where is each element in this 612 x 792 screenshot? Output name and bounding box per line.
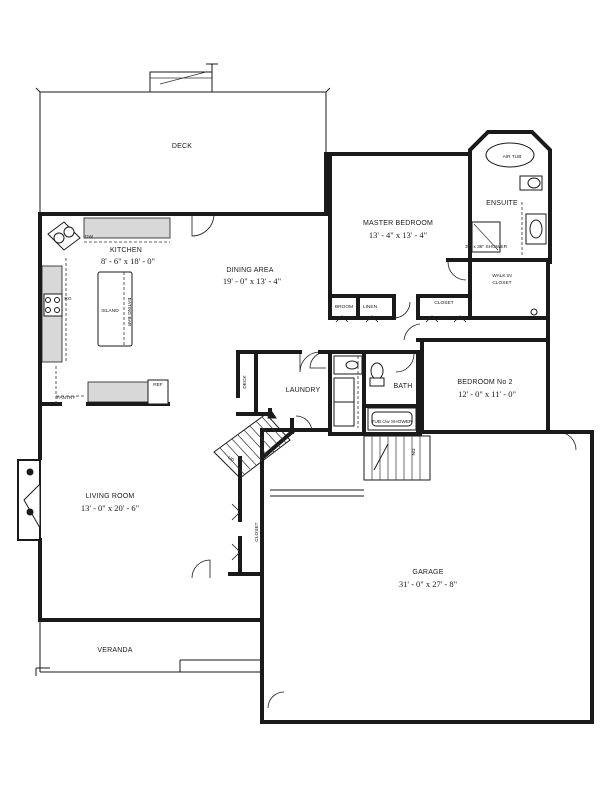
kitchen-dimensions: 8' - 6" x 18' - 0" [101,256,155,266]
interior-walls [38,152,550,576]
fixture-labels: AIR TUB 36" x 36" SHOWER WALK IN CLOSET … [56,154,521,542]
linen-label: LINEN [363,304,378,310]
closet-label: CLOSET [434,300,453,306]
dining-label: DINING AREA [226,267,273,274]
veranda-area [35,620,262,676]
pantry-label: PANTRY [56,395,76,401]
deck-small-label: DECK [242,375,248,389]
garage-label: GARAGE [412,569,443,576]
eating-bar-label: EATING BAR [126,298,132,327]
kitchen-label: KITCHEN [110,247,142,254]
main-stairs [213,411,291,479]
door-swings [191,213,577,709]
master-bedroom-label: MASTER BEDROOM [363,220,433,227]
walk-in-closet-label: WALK IN [492,273,512,279]
garage-dimensions: 31' - 0" x 27' - 8" [399,579,457,589]
fireplace [17,459,41,541]
deck-label: DECK [172,143,192,150]
dw-label: DW [85,234,93,240]
bedroom2-label: BEDROOM No 2 [457,379,512,386]
ensuite-fixtures [471,142,547,316]
kitchen-fixtures [41,217,171,405]
broom-label: BROOM [335,304,353,310]
tub-shower-label: TUB c/w SHOWER [371,419,413,425]
deck-area [35,63,331,212]
ref-label: REF [153,382,163,388]
island-label: ISLAND [101,308,119,314]
bedroom2-dimensions: 12' - 0" x 11' - 0" [458,389,516,399]
air-tub-label: AIR TUB [503,154,522,160]
laundry-label: LAUNDRY [286,387,321,394]
stairs-down-label: DN [410,449,416,456]
stairs-up-label: UP [226,455,235,464]
ensuite-label: ENSUITE [486,200,518,207]
veranda-label: VERANDA [97,647,132,654]
living-room-dimensions: 13' - 0" x 20' - 6" [81,503,139,513]
garage-stairs [270,435,431,497]
master-bedroom-dimensions: 13' - 4" x 13' - 4" [369,230,427,240]
shower-label: 36" x 36" SHOWER [465,244,508,250]
closet-vertical-label: CLOSET [254,522,260,541]
living-room-label: LIVING ROOM [86,493,135,500]
dining-dimensions: 19' - 0" x 13' - 4" [223,276,281,286]
walk-in-closet-label-2: CLOSET [492,280,511,286]
bath-label: BATH [394,383,413,390]
rg-label: RG [64,296,71,302]
bath-laundry-fixtures [333,355,417,431]
room-labels: DECK KITCHEN 8' - 6" x 18' - 0" DINING A… [81,143,518,654]
